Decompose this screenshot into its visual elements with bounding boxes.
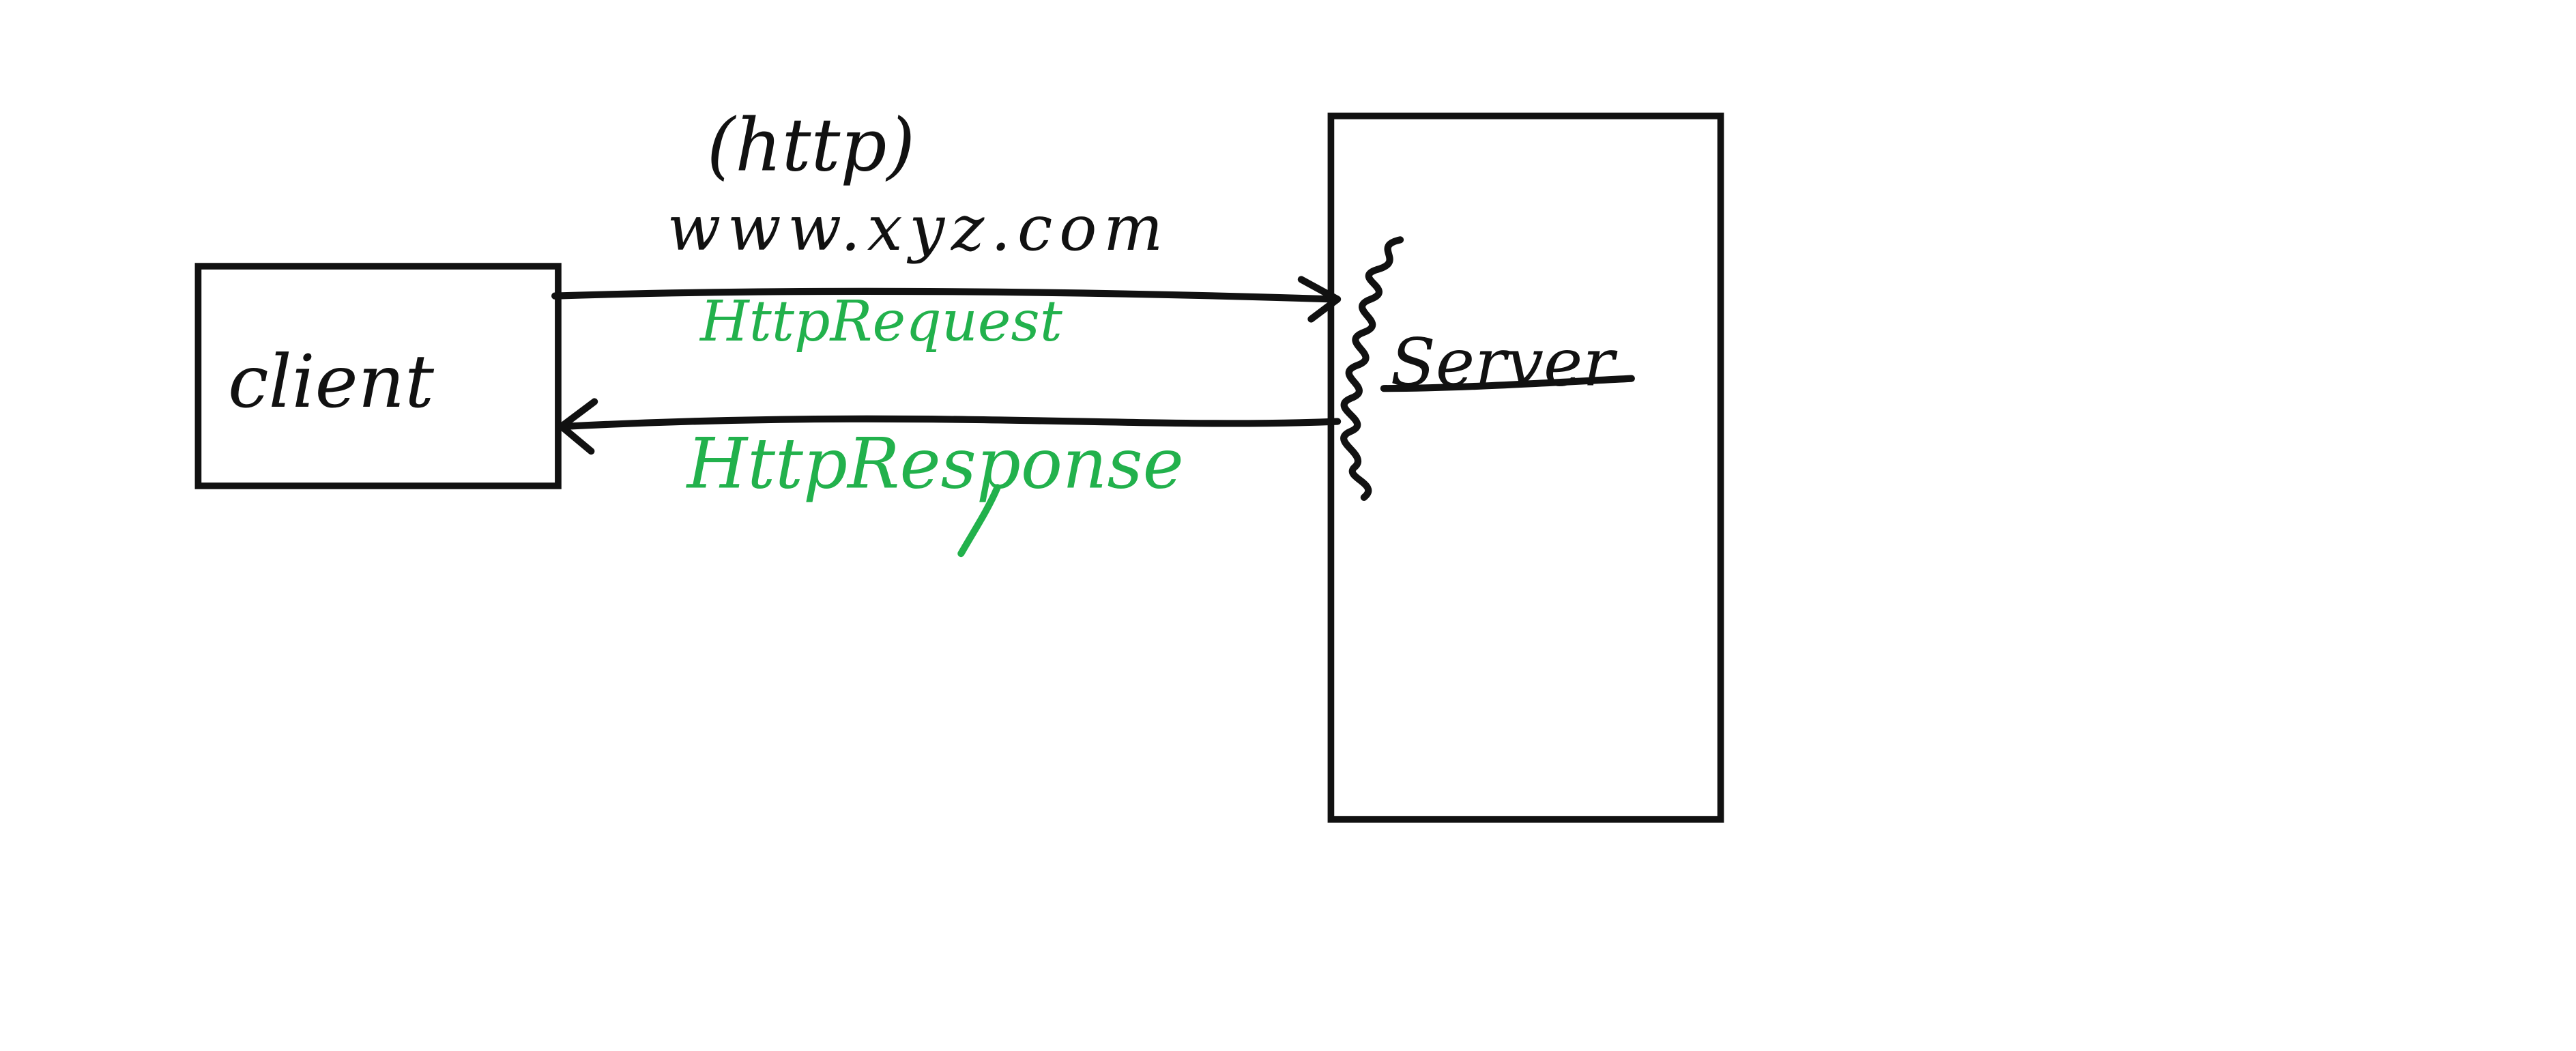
- url-label: www.xyz.com: [667, 192, 1170, 265]
- request-arrow: [551, 276, 1342, 323]
- client-box: [194, 263, 562, 489]
- request-arrowhead: [1297, 276, 1342, 323]
- server-squiggle: [1340, 236, 1404, 501]
- request-arrow-line: [551, 287, 1338, 303]
- server-label-underline: [1380, 375, 1635, 392]
- response-label: HttpResponse: [686, 423, 1184, 504]
- server-node: Server: [1327, 113, 1724, 823]
- response-arrowhead: [558, 398, 598, 455]
- client-label: client: [228, 340, 434, 424]
- server-box: [1327, 113, 1724, 823]
- response-arrow-line: [561, 415, 1342, 430]
- client-node: client: [194, 263, 562, 489]
- request-label: HttpRequest: [699, 289, 1063, 354]
- protocol-label: (http): [707, 104, 915, 188]
- response-arrow: [558, 398, 1342, 455]
- response-label-descender: [957, 484, 1001, 558]
